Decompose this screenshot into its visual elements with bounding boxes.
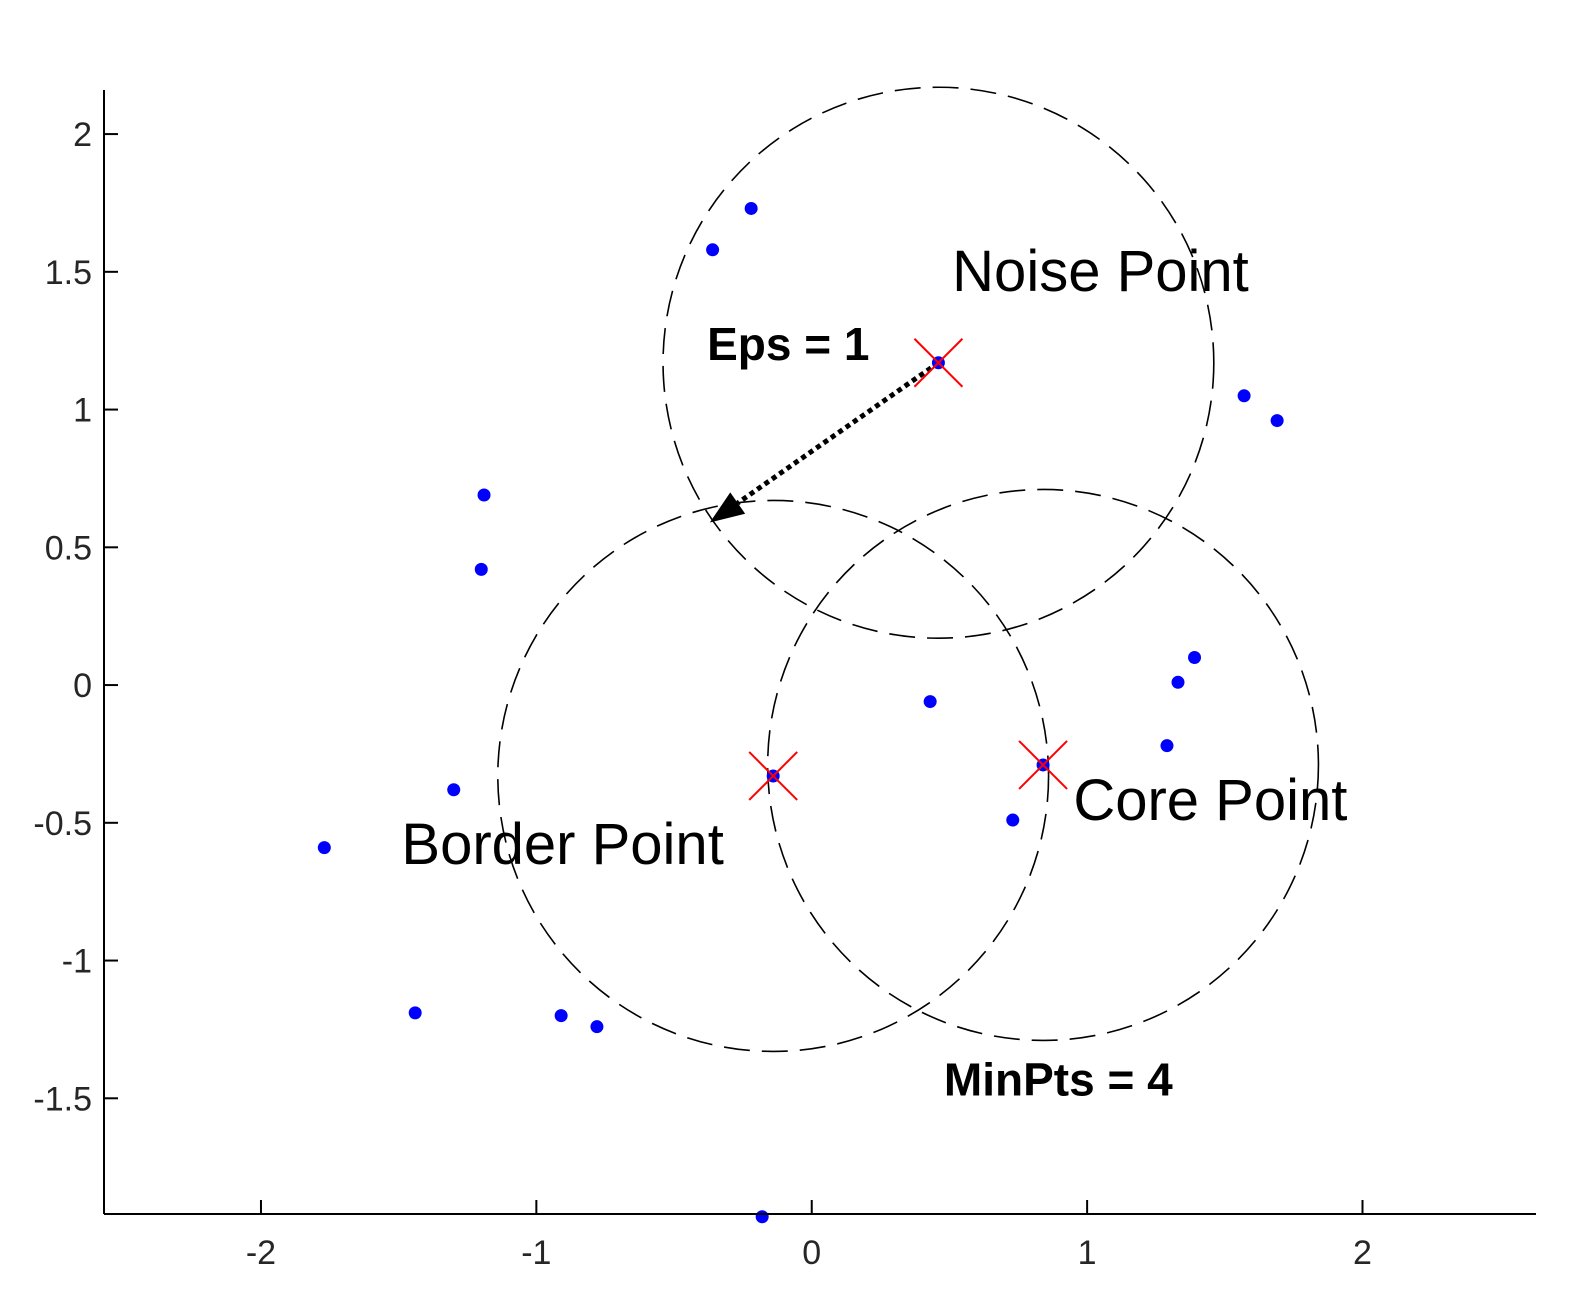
data-point (1171, 675, 1185, 689)
y-tick-label: 1.5 (45, 254, 92, 292)
eps-circles (497, 86, 1320, 1053)
eps-circle (766, 488, 1320, 1042)
x-tick-label: -2 (246, 1234, 276, 1272)
x-tick-label: 2 (1353, 1234, 1372, 1272)
y-tick-label: -0.5 (33, 805, 92, 843)
y-tick-label: -1 (62, 943, 92, 981)
y-tick-label: 1 (73, 392, 92, 430)
data-point (474, 562, 488, 576)
eps-arrow (709, 360, 940, 523)
annotation-label: Border Point (401, 812, 723, 877)
eps-circle (662, 86, 1215, 640)
x-marker-stroke (913, 338, 964, 388)
data-point (1006, 813, 1020, 827)
x-tick-label: 0 (802, 1234, 821, 1272)
data-point (706, 243, 720, 257)
data-point (1160, 739, 1174, 753)
data-point (1270, 414, 1284, 428)
y-tick-label: -1.5 (33, 1080, 92, 1118)
eps-circle (497, 499, 1050, 1053)
x-marker (913, 338, 964, 388)
y-tick-label: 0 (73, 667, 92, 705)
x-tick-label: 1 (1078, 1234, 1097, 1272)
y-tick-label: 2 (73, 116, 92, 154)
data-point (744, 201, 758, 215)
annotation-label: Noise Point (952, 239, 1249, 304)
annotation-label: Eps = 1 (707, 318, 869, 370)
data-point (590, 1020, 604, 1034)
data-point (923, 695, 937, 709)
x-marker-stroke (748, 751, 798, 801)
y-tick-label: 0.5 (45, 529, 92, 567)
annotation-label: MinPts = 4 (944, 1054, 1173, 1106)
x-marker (1018, 740, 1068, 790)
annotation-label: Core Point (1073, 768, 1347, 833)
data-point (477, 488, 491, 502)
data-point (1188, 651, 1202, 665)
data-point (317, 841, 331, 855)
data-point (1237, 389, 1251, 403)
x-marker (748, 751, 798, 801)
axes: -2 -1 0 1 2 2 1.5 1 0.5 0 -0.5 -1 -1.5 (33, 90, 1536, 1272)
arrow-shaft (736, 360, 940, 506)
data-point (554, 1009, 568, 1023)
data-points (317, 201, 1284, 1224)
data-point (408, 1006, 422, 1020)
special-markers (748, 338, 1068, 801)
data-point (447, 783, 461, 797)
arrow-head (709, 492, 746, 523)
x-tick-label: -1 (521, 1234, 551, 1272)
data-point (755, 1210, 769, 1224)
x-marker-stroke (1018, 740, 1068, 790)
